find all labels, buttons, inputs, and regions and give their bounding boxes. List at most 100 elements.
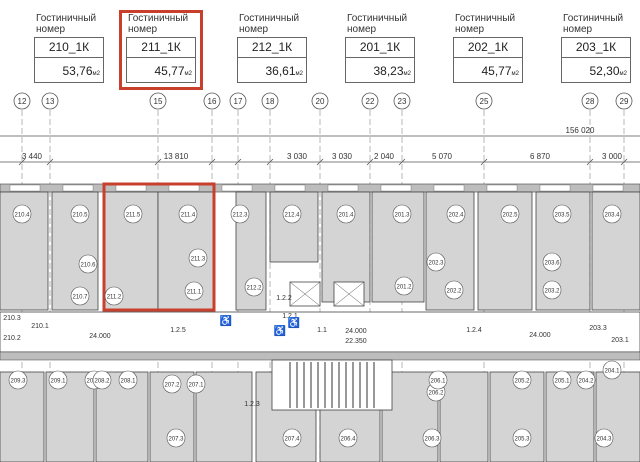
corridor-label: 24.000 [89,333,111,340]
corridor-label: 203.1 [611,337,629,344]
room-bubble [394,276,414,296]
room-label: 205.3 [514,437,530,443]
room-block [595,371,640,462]
corridor [0,311,640,353]
room-label: 206.1 [430,379,446,385]
accessible-icon: ♿ [220,314,232,327]
room-card-area-unit: м2 [619,71,627,77]
room-bubble [602,360,622,380]
room-label: 210.5 [72,213,88,219]
room-bubble [166,428,186,448]
room-bubble [123,204,143,224]
dimension-tick [366,158,374,166]
room-card-area-value: 52,30 [589,64,620,78]
room-label: 206.4 [340,437,356,443]
room-card-id: 212_1К [251,40,293,54]
room-bubble [104,286,124,306]
room-card-divider [35,57,103,58]
room-card-id: 210_1К [48,40,90,54]
room-card-box: 202_1К 45,77м2 [453,37,523,83]
room-label: 212.3 [232,213,248,219]
window [274,184,306,192]
corridor-label: 203.3 [589,325,607,332]
corridor-label: 210.3 [3,315,21,322]
axis-label: 28 [586,97,595,106]
room-label: 207.1 [188,383,204,389]
room-bubble [446,204,466,224]
window [592,184,624,192]
room-label: 201.3 [394,213,410,219]
room-label: 208.1 [120,379,136,385]
dimension-tick [316,158,324,166]
room-label: 204.1 [604,369,620,375]
axis-label: 18 [266,97,275,106]
corridor-label: 24.000 [529,332,551,339]
axis-bubble [203,92,221,110]
room-label: 205.1 [554,379,570,385]
elevator-cross [289,281,321,307]
corridor-label: 210.1 [31,323,49,330]
room-label: 203.4 [604,213,620,219]
segment-dimension-value: 3 000 [602,152,623,161]
room-bubble [512,428,532,448]
window [486,184,518,192]
room-label: 207.2 [164,383,180,389]
axis-bubble [311,92,329,110]
room-card-area-value: 45,77 [154,64,185,78]
room-bubble [92,370,112,390]
room-label: 206.2 [428,391,444,397]
room-card-divider [562,57,630,58]
window [115,184,147,192]
room-bubble [282,204,302,224]
room-card-area: 45,77м2 [482,64,520,78]
corridor-label: 1.1 [317,327,327,334]
room-bubble [542,252,562,272]
room-card-area-value: 45,77 [481,64,512,78]
room-bubble [118,370,138,390]
room-label: 207.3 [168,437,184,443]
room-card-area: 52,30м2 [590,64,628,78]
window [433,184,465,192]
room-bubble [78,254,98,274]
room-label: 201.2 [396,285,412,291]
room-label: 203.2 [544,289,560,295]
window [221,184,253,192]
axis-bubble [229,92,247,110]
accessible-icon: ♿ [288,316,300,329]
room-label: 206.3 [424,437,440,443]
selected-unit-outline [102,182,216,312]
room-label: 203.6 [544,261,560,267]
room-bubble [48,370,68,390]
room-card-area-unit: м2 [511,71,519,77]
corridor-label: 1.2.5 [170,327,186,334]
segment-dimension-value: 6 870 [530,152,551,161]
axis-bubble [261,92,279,110]
window [380,184,412,192]
room-card-id: 211_1К [141,40,181,54]
room-label: 211.5 [126,213,141,219]
room-card-id: 202_1К [467,40,509,54]
room-bubble [428,370,448,390]
room-label: 210.6 [80,263,96,269]
window [62,184,94,192]
room-bubble [500,204,520,224]
dimension-tick [208,158,216,166]
room-card-area-unit: м2 [184,71,192,77]
dimension-tick [620,158,628,166]
room-bubble [576,370,596,390]
room-label: 201.4 [338,213,354,219]
room-bubble [552,370,572,390]
room-card-divider [454,57,522,58]
axis-label: 15 [154,97,163,106]
